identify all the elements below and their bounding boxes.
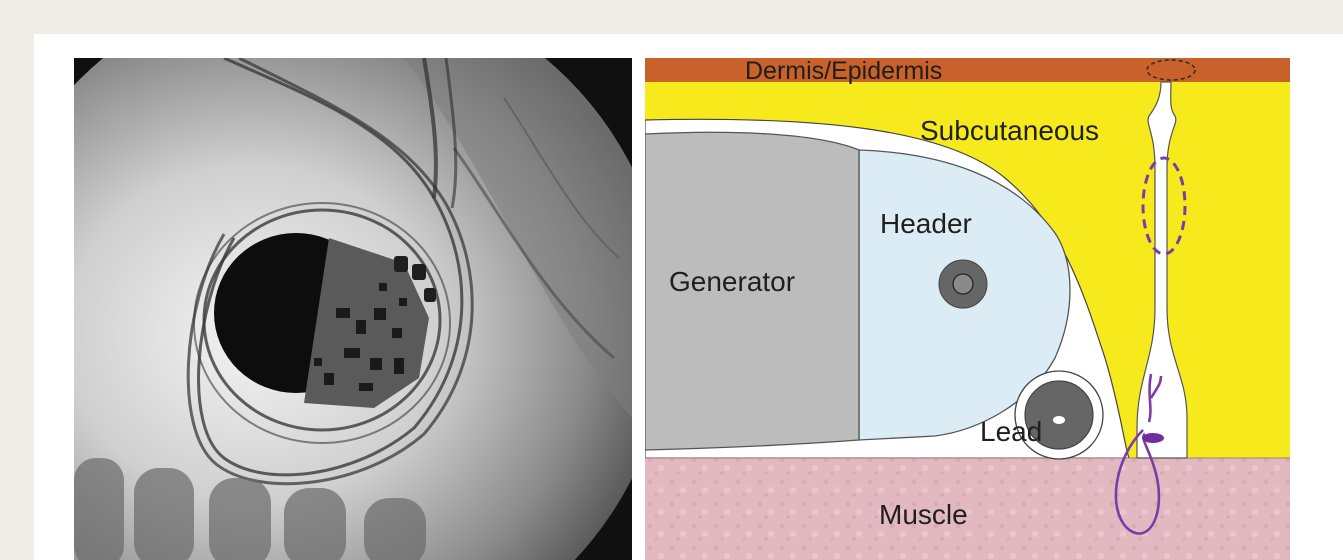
label-lead: Lead: [980, 416, 1042, 447]
label-subcutaneous: Subcutaneous: [920, 115, 1099, 146]
label-generator: Generator: [669, 266, 795, 297]
xray-image: [74, 58, 632, 560]
label-muscle: Muscle: [879, 499, 968, 530]
label-dermis: Dermis/Epidermis: [745, 58, 942, 85]
tissue-schematic: Dermis/Epidermis Subcutaneous Header Gen…: [645, 58, 1290, 560]
tissue-schematic-panel: Dermis/Epidermis Subcutaneous Header Gen…: [645, 58, 1290, 560]
label-header: Header: [880, 208, 972, 239]
dermis-layer: [645, 58, 1290, 82]
suture-knot: [1142, 433, 1164, 443]
xray-image-panel: [74, 58, 632, 560]
